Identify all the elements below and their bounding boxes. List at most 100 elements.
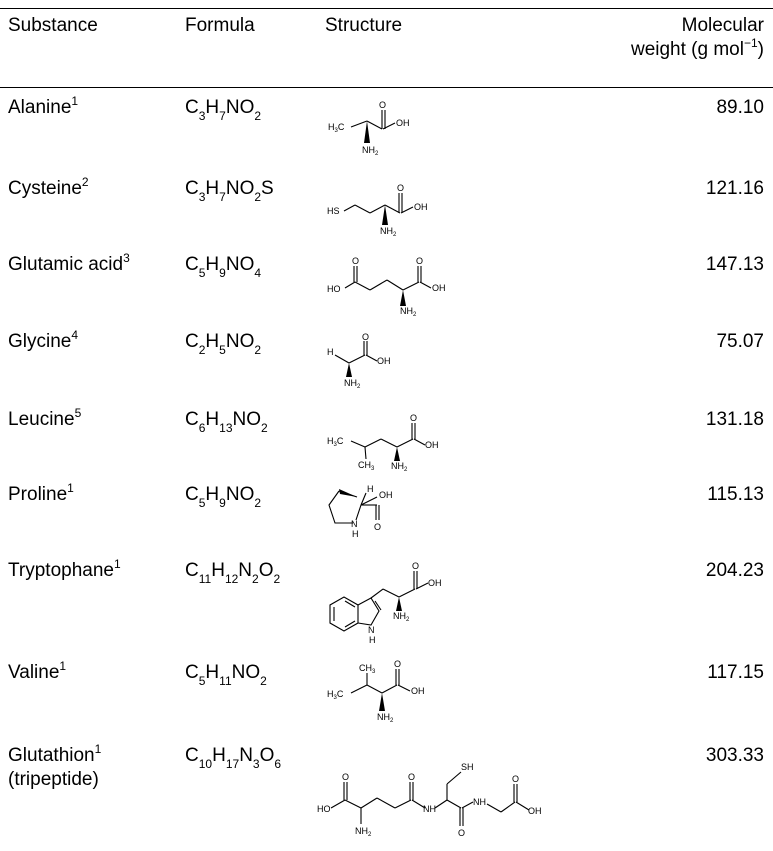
formula-element: C	[185, 331, 199, 352]
formula-element: N	[239, 745, 253, 766]
formula: C11H12N2O2	[185, 559, 281, 586]
svg-text:SH: SH	[461, 762, 474, 772]
molecular-weight: 89.10	[716, 97, 764, 118]
svg-text:H3C: H3C	[327, 689, 344, 701]
formula-subscript: 2	[273, 571, 281, 586]
formula-element: H	[212, 745, 226, 766]
substance-name: Glutathion1 (tripeptide)	[8, 741, 102, 790]
header-mw-line2: weight (g mol−1)	[631, 35, 764, 62]
svg-text:NH2: NH2	[400, 306, 417, 318]
svg-text:NH2: NH2	[380, 226, 397, 238]
formula-element: O	[259, 745, 275, 766]
header-substance: Substance	[8, 15, 98, 36]
formula-element: C	[185, 178, 199, 199]
formula-element: NO	[225, 331, 255, 352]
formula-element: H	[205, 331, 220, 352]
svg-text:NH2: NH2	[393, 611, 410, 623]
formula-element: C	[185, 409, 199, 430]
formula-subscript: 9	[219, 495, 226, 510]
header-mw-close: )	[757, 39, 764, 60]
formula: C5H9NO2	[185, 483, 262, 510]
formula-subscript: 3	[252, 756, 260, 771]
svg-text:O: O	[416, 256, 423, 266]
svg-text:OH: OH	[396, 118, 410, 128]
formula-element: C	[185, 254, 199, 275]
svg-text:OH: OH	[425, 440, 439, 450]
formula-subscript: 2	[252, 571, 259, 586]
svg-text:NH2: NH2	[362, 145, 379, 157]
molecular-weight: 75.07	[716, 331, 764, 352]
svg-text:O: O	[412, 561, 419, 571]
formula-element: H	[205, 97, 220, 118]
svg-text:NH2: NH2	[344, 378, 361, 390]
structure-image: H O OH NH2	[325, 332, 425, 393]
molecular-weight: 147.13	[705, 254, 764, 275]
svg-text:NH: NH	[423, 804, 436, 814]
formula-element: O	[258, 560, 274, 581]
molecular-weight: 121.16	[705, 178, 764, 199]
svg-text:H: H	[327, 347, 334, 357]
structure-image: H3C CH3 O OH NH2	[325, 411, 465, 473]
svg-text:OH: OH	[377, 356, 391, 366]
structure-image: H3C O OH NH2	[325, 99, 445, 157]
substance-name: Alanine1	[8, 93, 79, 118]
formula-subscript: 2	[254, 342, 262, 357]
formula-subscript: 2	[254, 189, 262, 204]
svg-text:H: H	[369, 635, 376, 645]
formula-subscript: 12	[224, 571, 239, 586]
formula-element: NO	[232, 409, 262, 430]
svg-text:CH3: CH3	[359, 663, 376, 675]
formula-subscript: 5	[198, 265, 206, 280]
molecular-weight: 204.23	[705, 560, 764, 581]
svg-text:O: O	[458, 828, 465, 838]
header-structure: Structure	[325, 15, 403, 36]
formula-subscript: 17	[225, 756, 240, 771]
molecular-weight: 115.13	[707, 484, 764, 505]
formula-subscript: 7	[219, 108, 226, 123]
formula-element: C	[185, 97, 199, 118]
header-molecular-weight: Molecular weight (g mol−1)	[631, 14, 764, 62]
svg-text:O: O	[374, 522, 381, 532]
formula-element: NO	[225, 178, 255, 199]
svg-text:OH: OH	[414, 202, 428, 212]
formula-element: NO	[225, 254, 255, 275]
svg-text:OH: OH	[411, 686, 425, 696]
formula-subscript: 13	[219, 420, 233, 435]
formula-subscript: 11	[198, 571, 212, 586]
svg-text:O: O	[362, 332, 369, 342]
svg-text:HS: HS	[327, 206, 340, 216]
structure-image: H OH N H O	[325, 483, 435, 543]
svg-text:OH: OH	[528, 806, 542, 816]
formula-element: NO	[225, 484, 255, 505]
formula: C3H7NO2S	[185, 177, 274, 204]
header-mw-sup: −1	[743, 35, 758, 50]
substance-name: Glutamic acid3	[8, 250, 130, 275]
formula-subscript: 5	[198, 495, 206, 510]
substance-name: Valine1	[8, 658, 67, 683]
formula: C5H11NO2	[185, 661, 267, 688]
svg-text:N: N	[368, 625, 375, 635]
substance-name: Glycine4	[8, 327, 79, 352]
svg-text:O: O	[394, 659, 401, 669]
formula-element: C	[185, 484, 199, 505]
substance-name: Cysteine2	[8, 174, 89, 199]
formula-subscript: 5	[219, 342, 226, 357]
svg-text:OH: OH	[432, 283, 446, 293]
structure-image: H3C CH3 O OH NH2	[325, 659, 445, 727]
svg-text:HO: HO	[317, 804, 331, 814]
svg-text:O: O	[397, 183, 404, 193]
formula-subscript: 10	[198, 756, 213, 771]
svg-text:NH2: NH2	[377, 712, 394, 724]
formula-subscript: 5	[198, 673, 206, 688]
svg-text:O: O	[379, 100, 386, 110]
top-rule	[0, 8, 773, 9]
formula-subscript: 2	[254, 108, 262, 123]
header-formula: Formula	[185, 15, 255, 36]
substance-name: Proline1	[8, 480, 74, 505]
formula-subscript: 2	[254, 495, 262, 510]
formula-element: S	[261, 178, 274, 199]
structure-image: N H O OH NH2	[325, 555, 495, 647]
formula-subscript: 2	[260, 673, 267, 688]
svg-text:NH: NH	[473, 797, 486, 807]
formula-element: C	[185, 662, 199, 683]
